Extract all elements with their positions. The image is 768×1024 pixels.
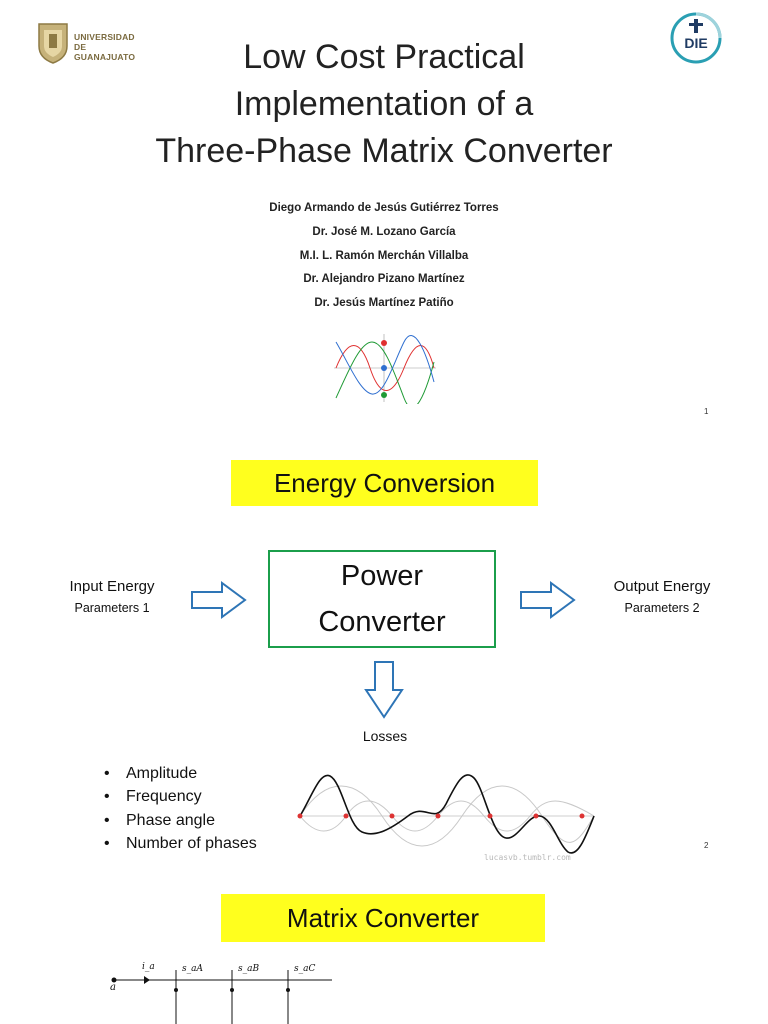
author-3: M.I. L. Ramón Merchán Villalba	[299, 250, 469, 262]
author-1: Diego Armando de Jesús Gutiérrez Torres	[269, 202, 499, 214]
die-logo: DIE	[670, 12, 722, 64]
matrix-converter-circuit: a i_a s_aA s_aB s_aC	[36, 956, 336, 1024]
current-label: i_a	[142, 962, 155, 972]
university-logo: UNIVERSIDAD DE GUANAJUATO	[36, 20, 148, 64]
right-arrow-icon	[520, 581, 576, 619]
list-item: Number of phases	[102, 832, 257, 856]
down-arrow-icon	[364, 661, 404, 719]
switch-label-aA: s_aA	[182, 964, 203, 974]
converter-line-2: Converter	[318, 606, 446, 638]
energy-conversion-heading: Energy Conversion	[231, 460, 538, 506]
output-parameters-label: Parameters 2	[624, 601, 700, 615]
converter-line-1: Power	[340, 560, 424, 592]
node-label: a	[110, 982, 116, 993]
switch-label-aC: s_aC	[294, 964, 316, 974]
three-phase-waves-icon	[334, 334, 436, 404]
author-5: Dr. Jesús Martínez Patiño	[314, 297, 454, 309]
page-number-2: 2	[704, 841, 709, 850]
list-item: Phase angle	[102, 809, 257, 833]
author-4: Dr. Alejandro Pizano Martínez	[303, 273, 465, 285]
losses-label: Losses	[362, 728, 408, 744]
parameter-list: Amplitude Frequency Phase angle Number o…	[102, 762, 257, 855]
title-line-3: Three-Phase Matrix Converter	[155, 132, 613, 170]
power-converter-box: Power Converter	[268, 550, 496, 648]
phase-a-marker	[381, 340, 387, 346]
logo-text-line-2: GUANAJUATO	[74, 52, 136, 62]
matrix-converter-heading: Matrix Converter	[221, 894, 545, 942]
input-parameters-label: Parameters 1	[74, 601, 150, 615]
university-seal-icon	[38, 23, 68, 64]
list-item: Frequency	[102, 785, 257, 809]
output-energy-label: Output Energy	[613, 578, 711, 595]
image-watermark: lucasvb.tumblr.com	[484, 853, 571, 862]
right-arrow-icon	[191, 581, 247, 619]
list-item: Amplitude	[102, 762, 257, 786]
phase-b-marker	[381, 365, 387, 371]
title-line-2: Implementation of a	[234, 85, 534, 123]
harmonic-waves-illustration	[297, 774, 595, 854]
switch-label-aB: s_aB	[238, 964, 260, 974]
die-logo-text: DIE	[684, 35, 707, 51]
title-line-1: Low Cost Practical	[243, 38, 525, 76]
phase-c-marker	[381, 392, 387, 398]
logo-text-line-1: UNIVERSIDAD DE	[74, 32, 135, 52]
author-2: Dr. José M. Lozano García	[312, 226, 456, 238]
input-energy-label: Input Energy	[69, 578, 155, 595]
slide-title: Low Cost Practical Implementation of a T…	[84, 34, 684, 175]
page-number-1: 1	[704, 407, 709, 416]
circuit-diagram-icon	[40, 956, 332, 1024]
